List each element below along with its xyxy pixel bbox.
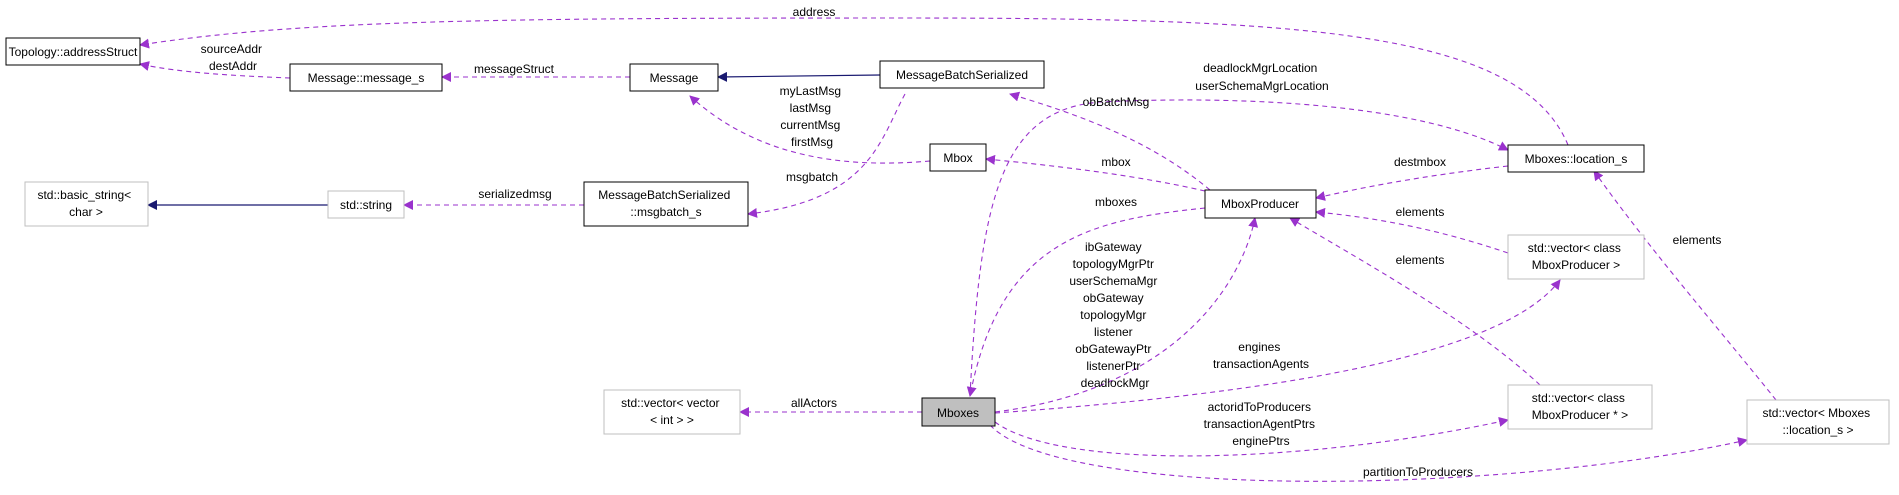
label-message-struct: messageStruct — [474, 62, 555, 76]
label-mbox: mbox — [1101, 155, 1130, 169]
edge-producer-ptrs — [994, 417, 1509, 457]
edge-mboxes — [966, 207, 1206, 397]
edge-partition — [989, 424, 1748, 482]
svg-text:Message::message_s: Message::message_s — [308, 71, 425, 85]
node-topology-address-struct[interactable]: Topology::addressStruct — [5, 37, 141, 66]
label-msgbatch: msgbatch — [786, 170, 838, 184]
svg-text:std::string: std::string — [340, 198, 392, 212]
edge-inherit-message — [717, 71, 881, 82]
label-serializedmsg: serializedmsg — [478, 187, 551, 201]
svg-text:MboxProducer: MboxProducer — [1221, 197, 1299, 211]
edge-elements-vec-ptr — [1289, 217, 1541, 386]
label-producer-ptrs: actoridToProducers transactionAgentPtrs … — [1204, 400, 1319, 448]
edges — [139, 17, 1777, 482]
edge-msg-fields — [689, 95, 931, 164]
label-elements-location: elements — [1673, 233, 1722, 247]
node-std-vector-mboxes-location-s[interactable]: std::vector< Mboxes ::location_s > — [1746, 399, 1890, 445]
edge-mbox — [985, 154, 1206, 192]
node-std-vector-class-mbox-producer[interactable]: std::vector< class MboxProducer > — [1507, 234, 1645, 280]
node-mboxes-location-s[interactable]: Mboxes::location_s — [1507, 144, 1645, 173]
label-address: address — [793, 5, 836, 19]
edge-gateway-fields — [994, 217, 1259, 413]
edge-address — [139, 17, 1569, 146]
svg-text:Message: Message — [650, 71, 699, 85]
label-all-actors: allActors — [791, 396, 837, 410]
edge-msgbatch — [747, 93, 906, 218]
label-partition: partitionToProducers — [1363, 465, 1473, 479]
svg-text:MessageBatchSerialized: MessageBatchSerialized ::msgbatch_s — [598, 188, 733, 219]
label-gateway-fields: ibGateway topologyMgrPtr userSchemaMgr o… — [1069, 240, 1160, 390]
edge-location-fields — [969, 99, 1509, 397]
label-ob-batch-msg: obBatchMsg — [1083, 95, 1150, 109]
node-mboxes[interactable]: Mboxes — [921, 397, 996, 427]
node-std-vector-class-mbox-producer-ptr[interactable]: std::vector< class MboxProducer * > — [1507, 384, 1653, 430]
svg-text:Mboxes: Mboxes — [937, 406, 979, 420]
label-destmbox: destmbox — [1394, 155, 1446, 169]
svg-text:std::vector< Mboxes ::: std::vector< Mboxes ::location_s > — [1762, 406, 1873, 437]
svg-text:MessageBatchSerialized: MessageBatchSerialized — [896, 68, 1028, 82]
edge-labels: address sourceAddr destAddr messageStruc… — [201, 5, 1722, 479]
svg-text:std::vector< class Mbo: std::vector< class MboxProducer * > — [1532, 391, 1628, 422]
node-message-batch-serialized-msgbatch-s[interactable]: MessageBatchSerialized ::msgbatch_s — [583, 181, 749, 227]
node-message-batch-serialized[interactable]: MessageBatchSerialized — [879, 60, 1045, 89]
label-engines: engines transactionAgents — [1213, 340, 1309, 371]
edge-ob-batch-msg — [1009, 91, 1211, 191]
svg-text:Mboxes::location_s: Mboxes::location_s — [1525, 152, 1628, 166]
node-message-message-s[interactable]: Message::message_s — [289, 63, 443, 92]
edge-destmbox — [1315, 165, 1509, 201]
node-std-string[interactable]: std::string — [327, 190, 405, 219]
edge-elements-vec-class — [1315, 207, 1509, 254]
edge-source-dest — [139, 61, 291, 79]
svg-text:std::vector< class Mbo: std::vector< class MboxProducer > — [1528, 241, 1624, 272]
label-msg-fields: myLastMsg lastMsg currentMsg firstMsg — [780, 84, 845, 149]
label-mboxes: mboxes — [1095, 195, 1137, 209]
nodes: Topology::addressStruct Message::message… — [5, 37, 1890, 445]
label-location-fields: deadlockMgrLocation userSchemaMgrLocatio… — [1195, 61, 1328, 93]
node-std-vector-vector-int[interactable]: std::vector< vector < int > > — [603, 389, 741, 435]
edge-elements-location — [1593, 170, 1777, 401]
svg-text:std::basic_string< cha: std::basic_string< char > — [37, 188, 134, 219]
node-message[interactable]: Message — [629, 63, 719, 92]
node-mbox[interactable]: Mbox — [929, 143, 987, 172]
node-mbox-producer[interactable]: MboxProducer — [1204, 189, 1317, 219]
svg-text:Mbox: Mbox — [943, 151, 972, 165]
edge-engines — [994, 279, 1561, 414]
svg-text:std::vector< vector <: std::vector< vector < int > > — [621, 396, 723, 427]
label-elements-vec-ptr: elements — [1396, 253, 1445, 267]
label-source-dest: sourceAddr destAddr — [201, 42, 266, 73]
svg-text:Topology::addressStruct: Topology::addressStruct — [9, 45, 138, 59]
label-elements-vec-class: elements — [1396, 205, 1445, 219]
node-std-basic-string[interactable]: std::basic_string< char > — [24, 181, 149, 227]
